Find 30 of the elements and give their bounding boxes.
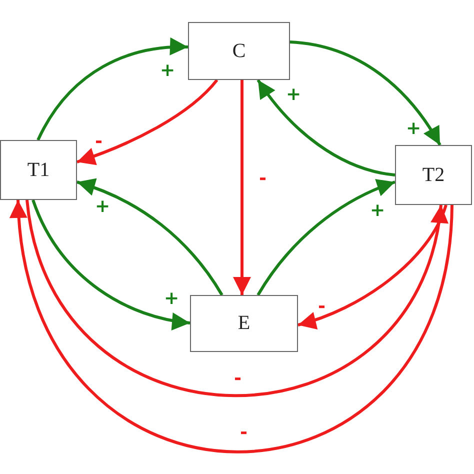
arrow bbox=[256, 79, 396, 176]
arrow bbox=[76, 178, 224, 296]
arrow bbox=[298, 204, 448, 329]
edge-label: - bbox=[95, 133, 102, 151]
variable-box bbox=[0, 140, 77, 200]
variable-box bbox=[395, 145, 472, 205]
edge-label: + bbox=[95, 198, 110, 216]
arrow bbox=[32, 199, 190, 330]
arrow bbox=[36, 38, 188, 141]
edge-label: - bbox=[234, 370, 242, 388]
node-label: E bbox=[238, 312, 250, 335]
arrow bbox=[233, 80, 251, 295]
arrow bbox=[11, 200, 454, 454]
node-label: T1 bbox=[27, 158, 50, 182]
arrow bbox=[290, 40, 442, 146]
variable-box bbox=[188, 22, 290, 80]
edge-label: - bbox=[318, 298, 326, 316]
edge-label: + bbox=[370, 202, 386, 220]
edge-label: - bbox=[240, 424, 248, 442]
edge-label: - bbox=[259, 170, 266, 188]
edge-label: + bbox=[286, 86, 302, 104]
arrow bbox=[76, 79, 218, 165]
edge-label: + bbox=[160, 62, 176, 80]
node-label: C bbox=[232, 40, 246, 62]
variable-box bbox=[190, 295, 298, 352]
node-label: T2 bbox=[422, 164, 445, 186]
arrow bbox=[26, 200, 446, 397]
arrow bbox=[256, 180, 396, 296]
edge-label: + bbox=[406, 120, 422, 138]
edge-label: + bbox=[164, 290, 180, 308]
